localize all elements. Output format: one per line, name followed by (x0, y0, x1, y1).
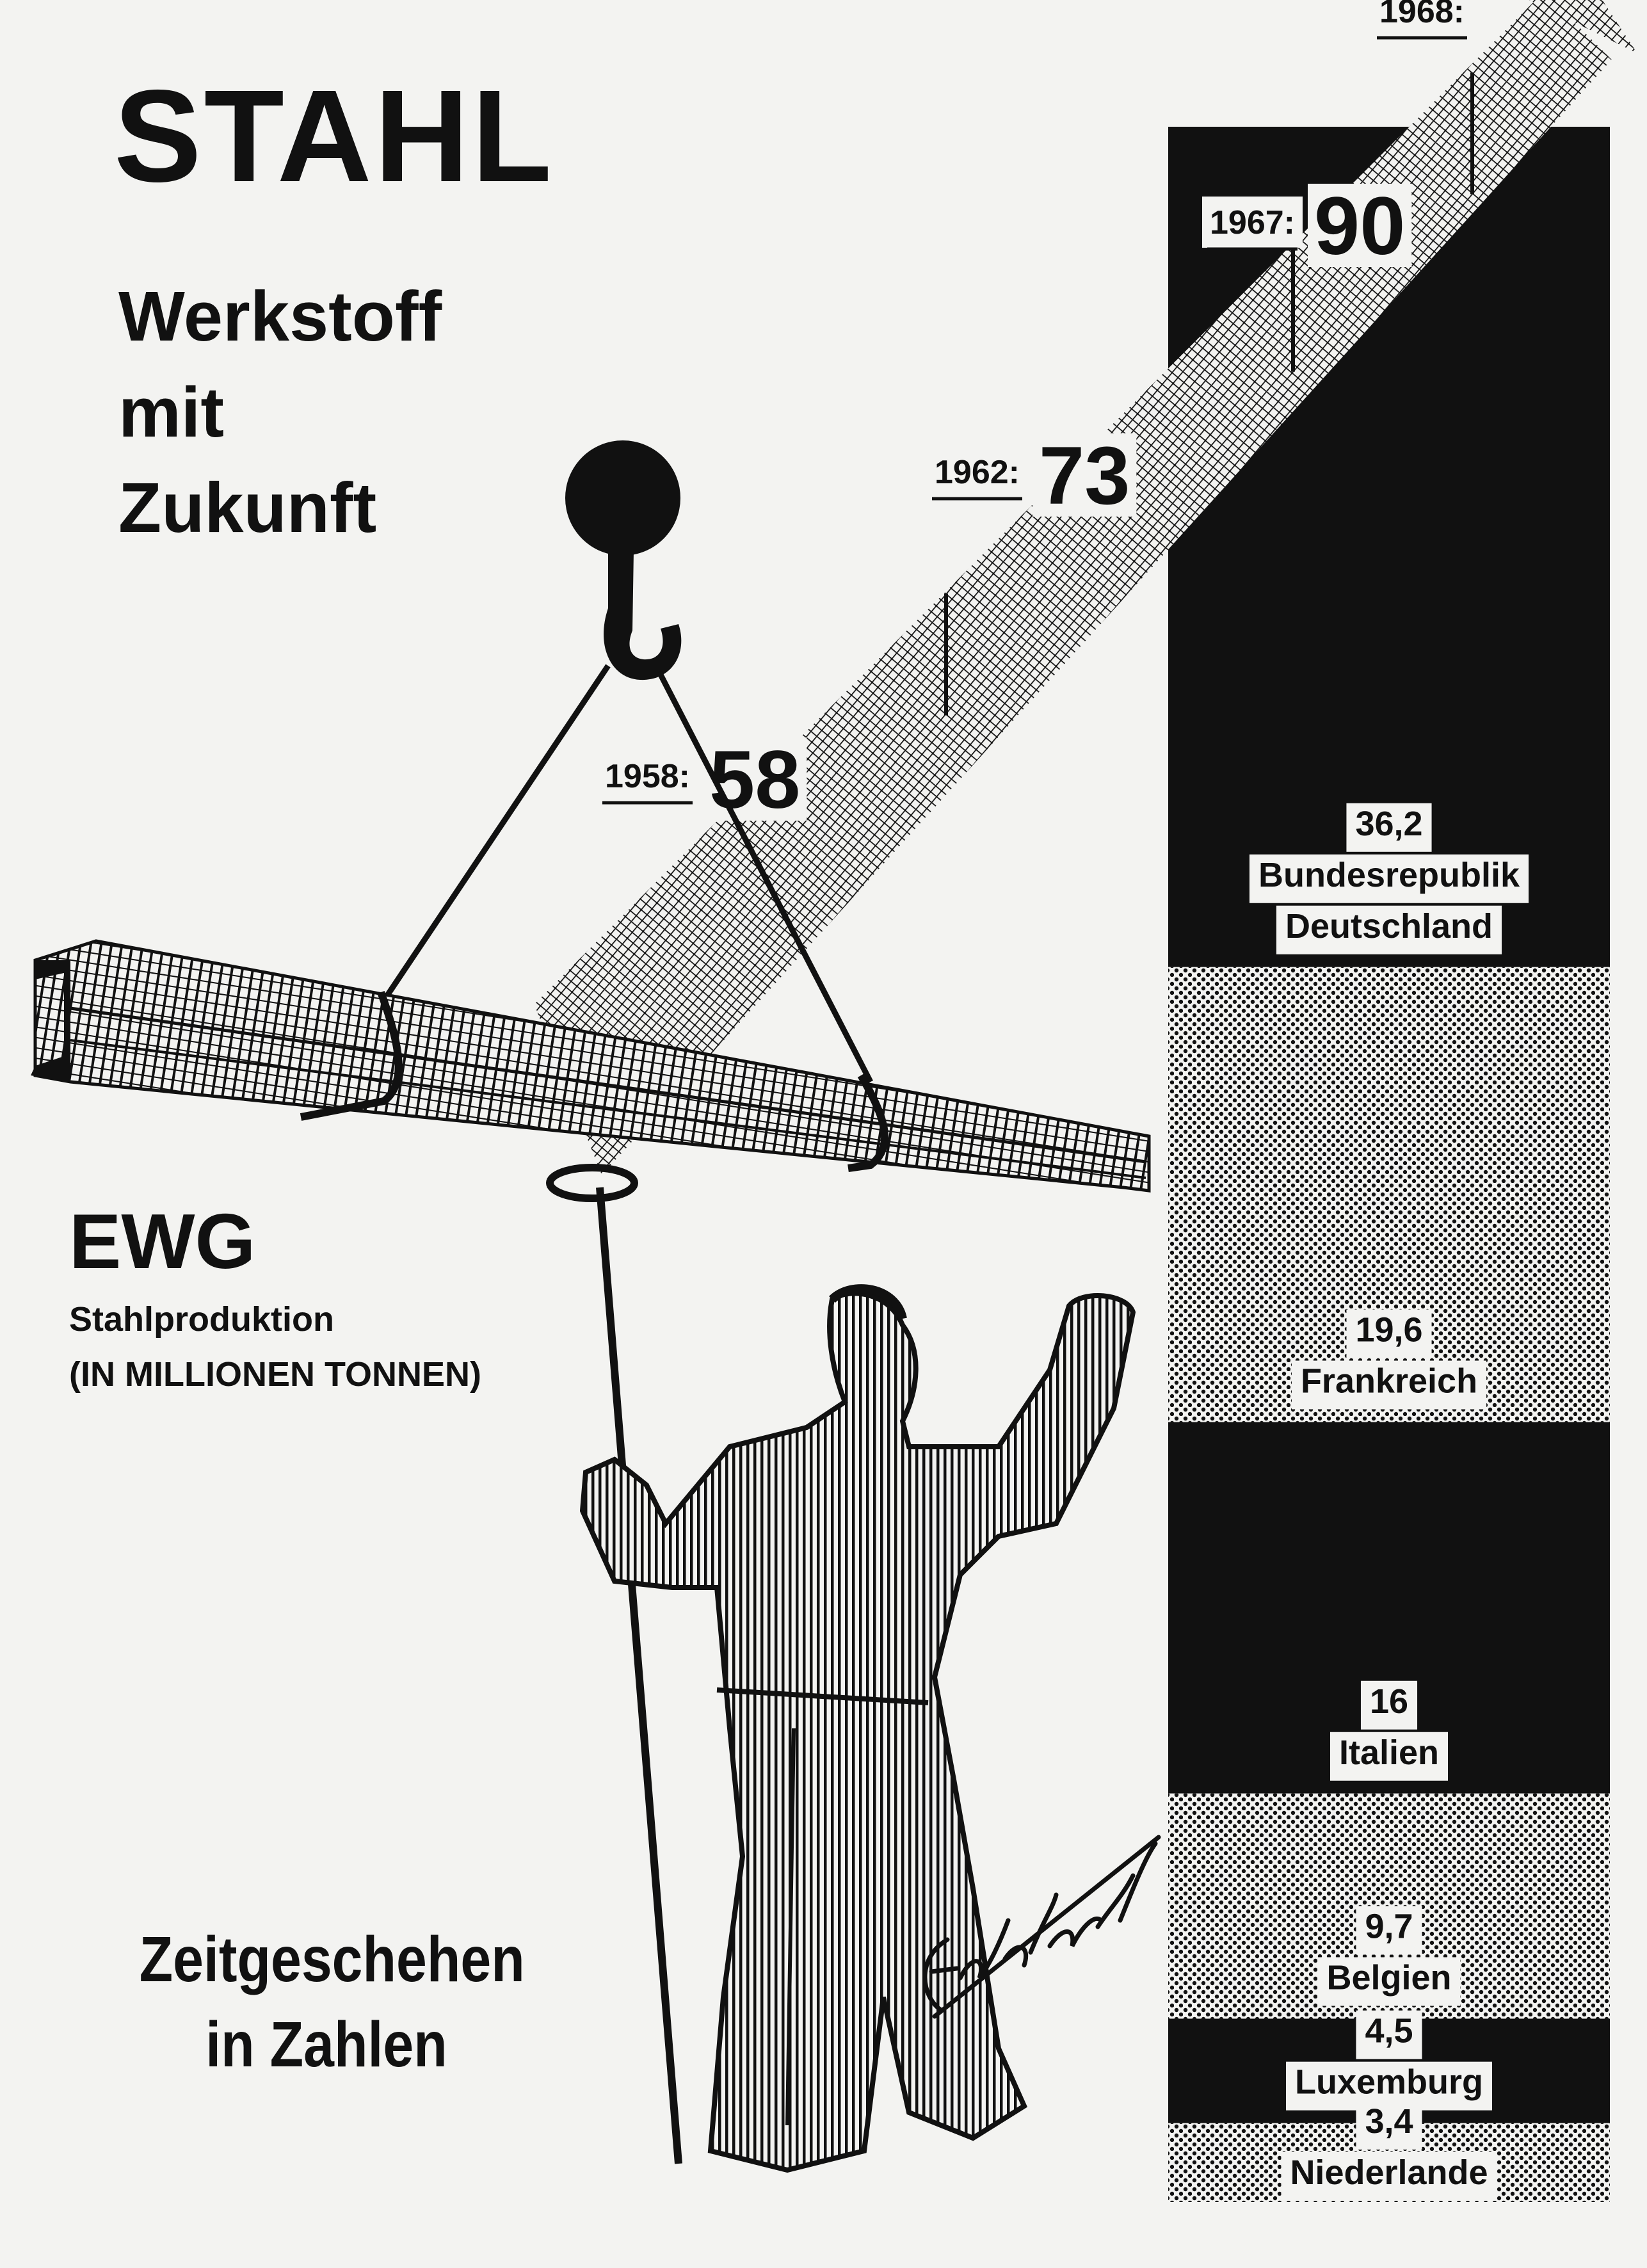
crane-hook-illustration (385, 440, 873, 1084)
bar-value-label-italien: 16 (1370, 1682, 1408, 1721)
label-backing (1249, 854, 1529, 903)
poster-title: STAHL (114, 63, 555, 209)
bar-category-label-italien: Italien (1339, 1733, 1439, 1772)
label-backing (1360, 1680, 1418, 1730)
label-backing (597, 750, 698, 801)
poster-subtitle: Werkstoff mit Zukunft (118, 277, 442, 548)
bar-category-label-bundesrepublik-deutschland: Deutschland (1285, 907, 1493, 945)
bar-category-label-niederlande: Niederlande (1290, 2153, 1488, 2192)
section-title: EWG (69, 1198, 256, 1285)
bar-value-label-frankreich: 19,6 (1355, 1311, 1422, 1349)
bar-value-label-bundesrepublik-deutschland: 36,2 (1355, 805, 1422, 843)
label-backing (1281, 2152, 1497, 2201)
steel-beam-illustration (31, 939, 1151, 1193)
point-year-label-1967: 1967: (1210, 204, 1295, 241)
label-backing (1291, 1360, 1487, 1410)
bar-value-label-belgien: 9,7 (1365, 1908, 1413, 1946)
label-backing (1346, 803, 1432, 852)
point-value-label-1962: 73 (1039, 430, 1130, 522)
label-backing (1372, 0, 1472, 36)
steelworker-illustration (546, 1164, 1136, 2173)
label-backing (1317, 1957, 1461, 2006)
bar-value-label-luxemburg: 4,5 (1365, 2012, 1413, 2050)
point-year-label-1962: 1962: (935, 454, 1020, 491)
label-backing (1330, 1732, 1449, 1781)
label-backing (1356, 1906, 1422, 1955)
label-backing (1276, 905, 1502, 954)
footer-title: Zeitgeschehen in Zahlen (139, 1924, 525, 2080)
trend-chart: 1958: 58 1962: 73 1967: 90 1968: (534, 0, 1637, 1175)
label-backing (927, 446, 1027, 497)
bar-segment-italien (1168, 1422, 1610, 1794)
bar-category-label-luxemburg: Luxemburg (1295, 2063, 1483, 2102)
trend-band (534, 0, 1612, 1175)
section-subtitle: Stahlproduktion (IN MILLIONEN TONNEN) (69, 1300, 481, 1394)
point-value-label-1958: 58 (709, 734, 800, 826)
bar-value-label-niederlande: 3,4 (1365, 2102, 1413, 2141)
label-backing (1308, 184, 1412, 267)
label-backing (1202, 197, 1303, 248)
artist-signature (922, 1835, 1161, 2019)
trend-arrow-head (1529, 0, 1637, 54)
point-year-label-1968: 1968: (1379, 0, 1465, 30)
point-value-label-1967: 90 (1314, 181, 1405, 272)
point-year-label-1958: 1958: (605, 758, 690, 795)
bar-category-label-frankreich: Frankreich (1301, 1362, 1477, 1401)
label-backing (1032, 433, 1137, 517)
bar-category-label-bundesrepublik-deutschland: Bundesrepublik (1258, 856, 1520, 894)
label-backing (1356, 2101, 1422, 2150)
label-backing (1356, 2010, 1422, 2059)
label-backing (703, 737, 807, 821)
label-backing (1346, 1309, 1432, 1358)
bar-category-label-belgien: Belgien (1326, 1959, 1451, 1997)
